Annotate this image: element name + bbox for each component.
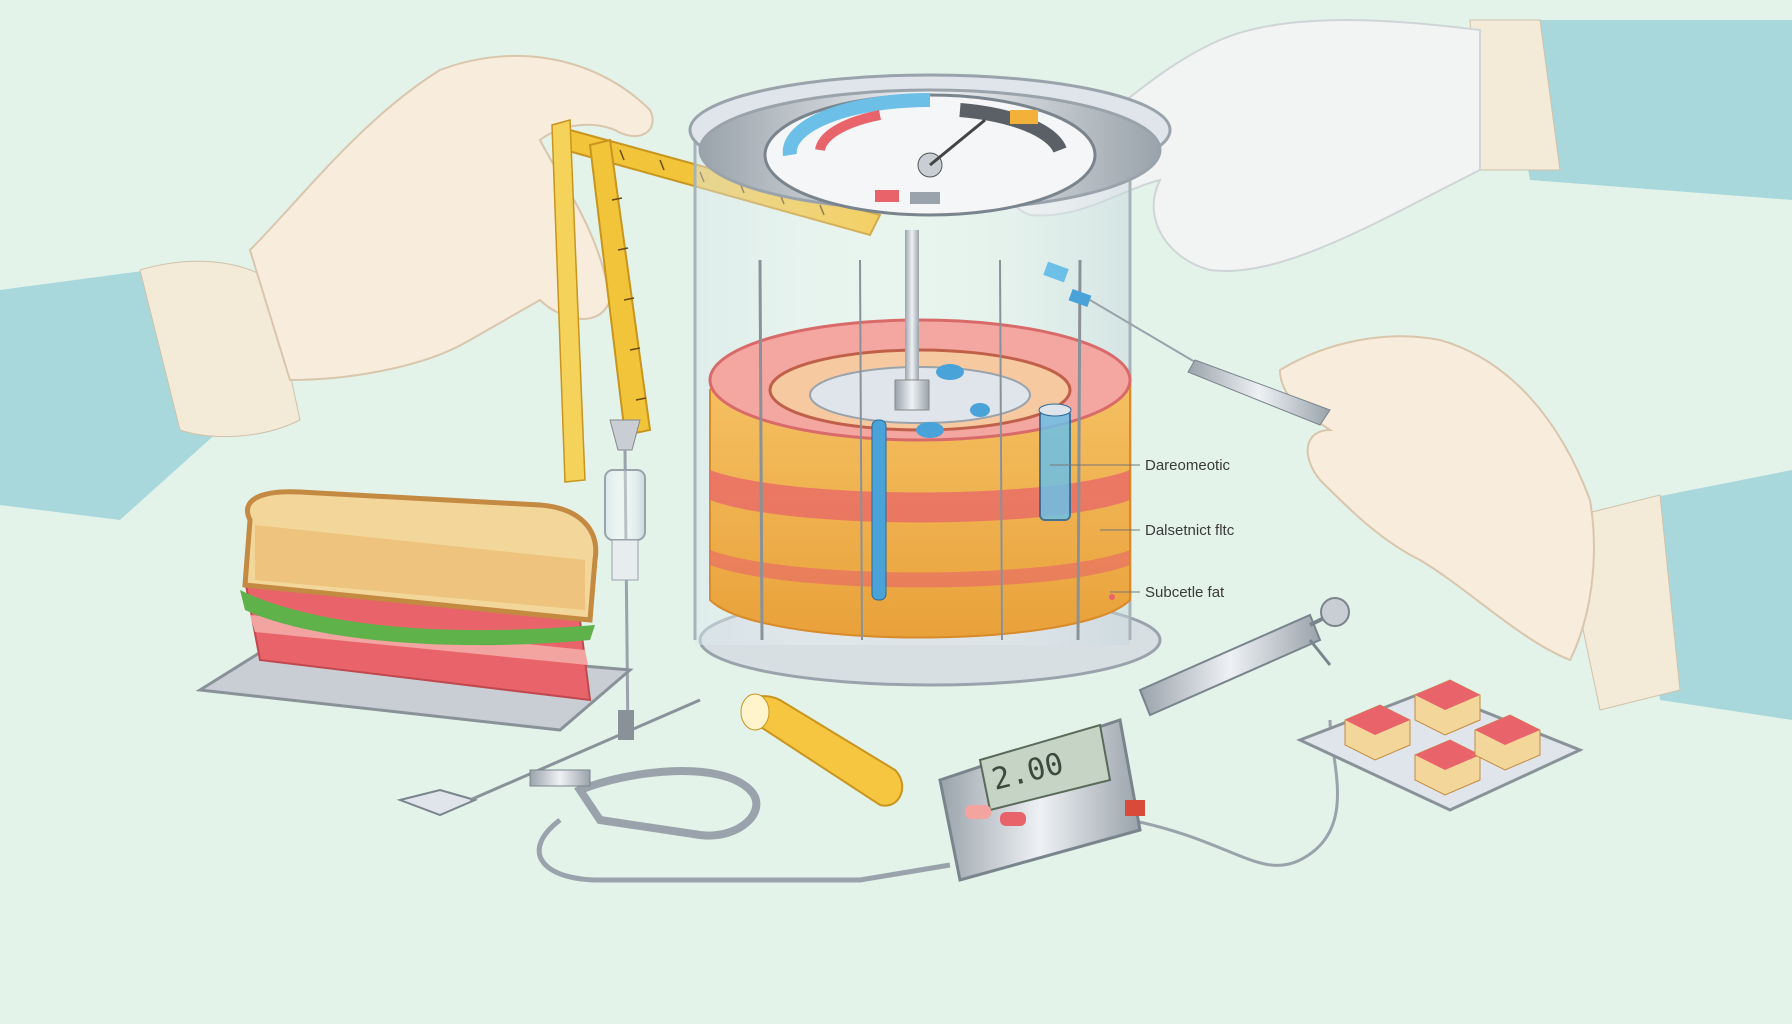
top-right-hand [1010,19,1792,273]
forceps [396,698,761,840]
handheld-probe [1043,261,1331,426]
sample-vial [740,693,904,807]
right-sleeve [1640,470,1792,720]
right-hand [1278,335,1792,720]
layer-labels: Dareomeotic Dalsetnict fltc Subcetle fat [1050,457,1235,601]
sandwich [195,489,634,732]
pressure-cylinder [688,73,1172,687]
left-hand [0,54,654,520]
digital-meter-icon: 2.00 [938,718,1145,882]
vertical-syringe [604,449,646,741]
sample-tray [1296,679,1584,812]
label-layer-1: Dareomeotic [1145,457,1231,474]
meter-cable [536,818,951,883]
syringe [1138,597,1350,717]
pressure-gauge-icon [763,92,1097,217]
label-layer-3: Subcetle fat [1145,584,1225,601]
label-layer-2: Dalsetnict fltc [1145,522,1235,539]
right-sleeve-top [1500,20,1792,200]
